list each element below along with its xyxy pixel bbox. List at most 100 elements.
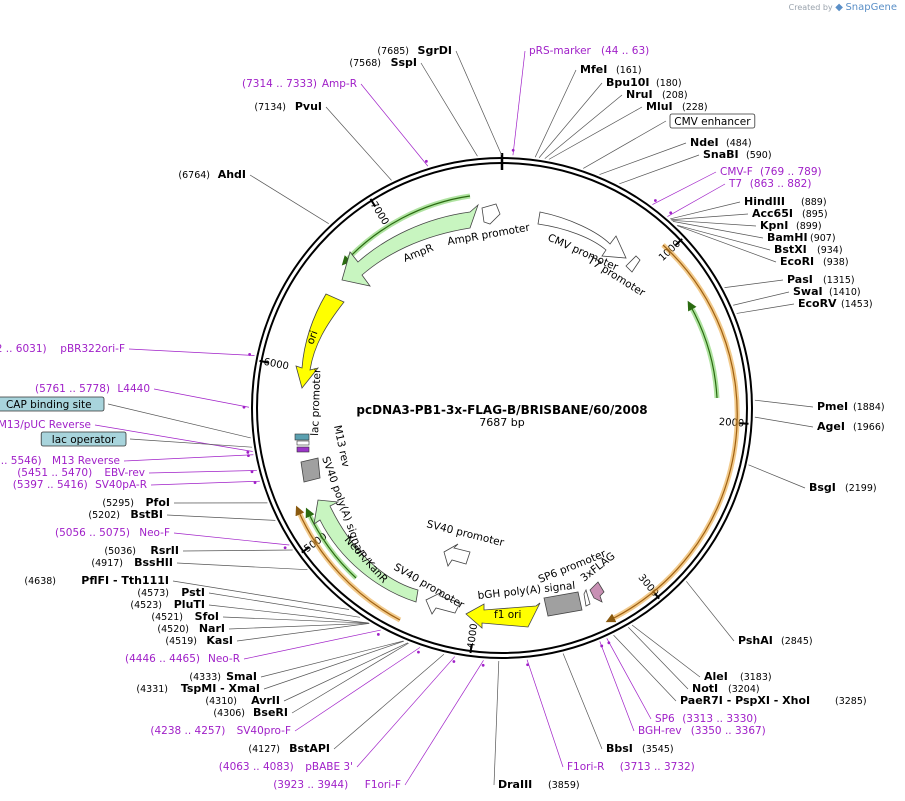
primer-label[interactable]: Neo-F(5056 .. 5075)	[55, 527, 170, 539]
boxed-feature-label[interactable]: lac operator	[40, 431, 127, 447]
enzyme-label[interactable]: PshAI(2845)	[738, 634, 813, 647]
feature-sv40-promoter-middle[interactable]	[443, 543, 471, 567]
enzyme-label[interactable]: SwaI(1410)	[793, 285, 861, 298]
primer-label[interactable]: M13 Reverse(5530 .. 5546)	[0, 455, 120, 467]
enzyme-label[interactable]: BstXI(934)	[774, 243, 843, 256]
leader-line	[599, 641, 635, 732]
enzyme-label[interactable]: PstI(4573)	[137, 586, 205, 599]
primer-label[interactable]: Amp-R(7314 .. 7333)	[242, 78, 357, 90]
enzyme-label[interactable]: PluTI(4523)	[130, 598, 205, 611]
enzyme-label[interactable]: BsgI(2199)	[809, 481, 877, 494]
feature-ori[interactable]	[295, 293, 345, 389]
enzyme-label[interactable]: Bpu10I(180)	[606, 76, 682, 89]
feature-label-sv40-promoter-middle: SV40 promoter	[425, 518, 505, 549]
primer-label[interactable]: BGH-rev(3350 .. 3367)	[638, 725, 766, 737]
feature-sp6-promoter[interactable]	[583, 588, 591, 607]
enzyme-label[interactable]: HindIII(889)	[744, 195, 827, 208]
primer-label[interactable]: pRS-marker(44 .. 63)	[529, 45, 649, 57]
enzyme-label[interactable]: SnaBI(590)	[703, 148, 772, 161]
enzyme-label[interactable]: PaeR7I - PspXI - XhoI(3285)	[680, 694, 867, 707]
feature-ampr[interactable]	[341, 203, 479, 287]
enzyme-label[interactable]: NruI(208)	[626, 88, 688, 101]
site-name: PflFI - Tth111I	[81, 574, 169, 587]
enzyme-label[interactable]: NotI(3204)	[692, 682, 760, 695]
enzyme-label[interactable]: PflFI - Tth111I(4638)	[24, 574, 169, 587]
enzyme-label[interactable]: BbsI(3545)	[606, 742, 674, 755]
enzyme-label[interactable]: KasI(4519)	[165, 634, 233, 647]
feature-box	[0, 396, 105, 412]
enzyme-label[interactable]: PfoI(5295)	[102, 496, 170, 509]
tick-mark	[259, 359, 269, 364]
primer-mark	[452, 660, 456, 663]
site-position: (934)	[817, 245, 843, 256]
leader-line	[512, 50, 526, 156]
feature-t7-promoter[interactable]	[625, 255, 641, 273]
enzyme-label[interactable]: EcoRV(1453)	[798, 297, 873, 310]
enzyme-label[interactable]: MluI(228)	[646, 100, 708, 113]
tick-label: 7000	[368, 200, 391, 227]
enzyme-label[interactable]: DraIII(3859)	[498, 778, 580, 791]
enzyme-label[interactable]: TspMI - XmaI(4331)	[136, 682, 260, 695]
enzyme-label[interactable]: AgeI(1966)	[817, 420, 885, 433]
feature-f1-ori[interactable]	[465, 602, 541, 629]
enzyme-label[interactable]: BstAPI(4127)	[248, 742, 330, 755]
feature-bgh-polya[interactable]	[543, 591, 583, 617]
enzyme-label[interactable]: AhdI(6764)	[178, 168, 246, 181]
enzyme-label[interactable]: SmaI(4333)	[189, 670, 257, 683]
feature-m13-rev[interactable]	[296, 446, 310, 453]
enzyme-label[interactable]: RsrII(5036)	[104, 544, 179, 557]
site-name: AvrII	[251, 694, 280, 707]
primer-label[interactable]: SV40pro-F(4238 .. 4257)	[150, 725, 291, 737]
primer-label[interactable]: pBR322ori-F(6012 .. 6031)	[0, 343, 125, 355]
primer-label[interactable]: EBV-rev(5451 .. 5470)	[17, 467, 145, 479]
feature-neor[interactable]	[313, 499, 419, 603]
feature-3xflag[interactable]	[589, 581, 605, 603]
feature-sv40-polya[interactable]	[300, 457, 321, 483]
enzyme-label[interactable]: NdeI(484)	[690, 136, 752, 149]
site-position: (895)	[802, 209, 828, 220]
site-position: (3204)	[728, 684, 760, 695]
enzyme-label[interactable]: KpnI(899)	[760, 219, 822, 232]
feature-ampr-promoter[interactable]	[481, 203, 501, 225]
primer-label[interactable]: pBABE 3'(4063 .. 4083)	[219, 761, 353, 773]
enzyme-label[interactable]: BamHI(907)	[767, 231, 836, 244]
leader-line	[176, 562, 308, 571]
primer-label[interactable]: SP6(3313 .. 3330)	[655, 713, 757, 725]
primer-label[interactable]: SV40pA-R(5397 .. 5416)	[13, 479, 147, 491]
enzyme-label[interactable]: PvuI(7134)	[254, 100, 322, 113]
site-name: SP6	[655, 713, 675, 725]
enzyme-label[interactable]: PmeI(1884)	[817, 400, 885, 413]
site-position: (7568)	[349, 58, 381, 69]
enzyme-label[interactable]: SfoI(4521)	[151, 610, 219, 623]
enzyme-label[interactable]: EcoRI(938)	[780, 255, 849, 268]
enzyme-label[interactable]: BssHII(4917)	[91, 556, 173, 569]
feature-lac-operator[interactable]	[294, 433, 310, 441]
enzyme-label[interactable]: SspI(7568)	[349, 56, 417, 69]
primer-label[interactable]: F1ori-R(3713 .. 3732)	[567, 761, 695, 773]
enzyme-label[interactable]: BseRI(4306)	[213, 706, 288, 719]
feature-sv40-promoter-lower[interactable]	[425, 591, 461, 615]
feature-lac-promoter[interactable]	[296, 440, 310, 446]
primer-label[interactable]: L4440(5761 .. 5778)	[35, 383, 150, 395]
enzyme-label[interactable]: AvrII(4310)	[205, 694, 280, 707]
boxed-feature-label[interactable]: CMV enhancer	[669, 113, 756, 129]
leader-line	[599, 142, 687, 175]
primer-label[interactable]: M13/pUC Reverse(5543 .. 5565)	[0, 419, 91, 431]
enzyme-label[interactable]: Acc65I(895)	[752, 207, 828, 220]
site-position: (1966)	[853, 422, 885, 433]
boxed-feature-label[interactable]: CAP binding site	[0, 396, 105, 412]
leader-lines	[94, 50, 814, 786]
primer-label[interactable]: T7(863 .. 882)	[728, 178, 811, 190]
primer-label[interactable]: CMV-F(769 .. 789)	[720, 166, 822, 178]
enzyme-label[interactable]: AleI(3183)	[704, 670, 772, 683]
enzyme-label[interactable]: NarI(4520)	[157, 622, 225, 635]
site-position: (4521)	[151, 612, 183, 623]
enzyme-label[interactable]: PasI(1315)	[787, 273, 855, 286]
enzyme-label[interactable]: MfeI(161)	[580, 63, 642, 76]
leader-line	[667, 183, 726, 217]
primer-label[interactable]: F1ori-F(3923 .. 3944)	[273, 779, 401, 791]
enzyme-label[interactable]: BstBI(5202)	[88, 508, 163, 521]
feature-cmv-promoter[interactable]	[537, 211, 627, 259]
primer-label[interactable]: Neo-R(4446 .. 4465)	[125, 653, 240, 665]
enzyme-label[interactable]: SgrDI(7685)	[377, 44, 452, 57]
